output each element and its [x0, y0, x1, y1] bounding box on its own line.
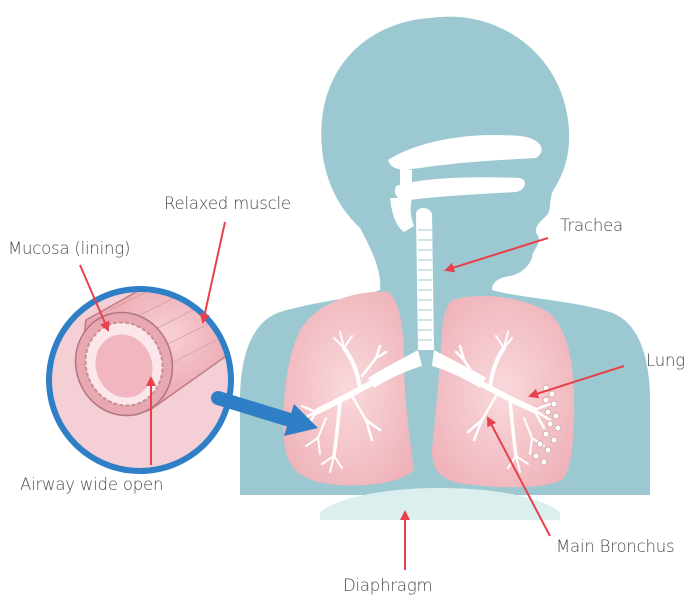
label-diaphragm: Diaphragm [343, 576, 432, 595]
arrow-relaxed-muscle [203, 222, 225, 322]
label-relaxed-muscle: Relaxed muscle [164, 194, 291, 213]
label-lung: Lung [646, 351, 685, 370]
label-mucosa: Mucosa (lining) [8, 239, 130, 258]
airway-callout [46, 260, 251, 474]
label-trachea: Trachea [560, 216, 623, 235]
label-main-bronchus: Main Bronchus [556, 537, 674, 556]
label-airway: Airway wide open [20, 475, 163, 494]
